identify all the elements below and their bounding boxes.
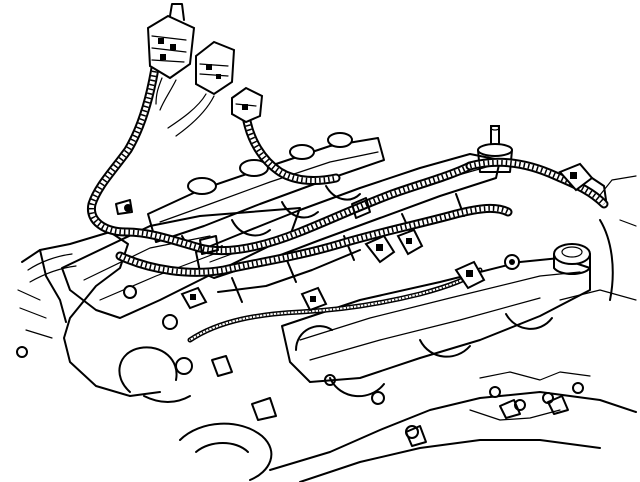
harness-connector-cluster	[146, 3, 264, 137]
engine-block	[16, 175, 637, 482]
intake-manifold	[147, 132, 385, 253]
main-wiring-harness	[27, 57, 609, 343]
right-valve-cover	[281, 257, 591, 398]
oil-fill-cap	[553, 243, 591, 275]
left-valve-cover	[61, 207, 301, 403]
sensor-connector	[558, 162, 607, 201]
injector-connectors	[180, 228, 520, 312]
spark-plug-boots	[211, 355, 569, 447]
vacuum-fitting	[477, 125, 513, 173]
